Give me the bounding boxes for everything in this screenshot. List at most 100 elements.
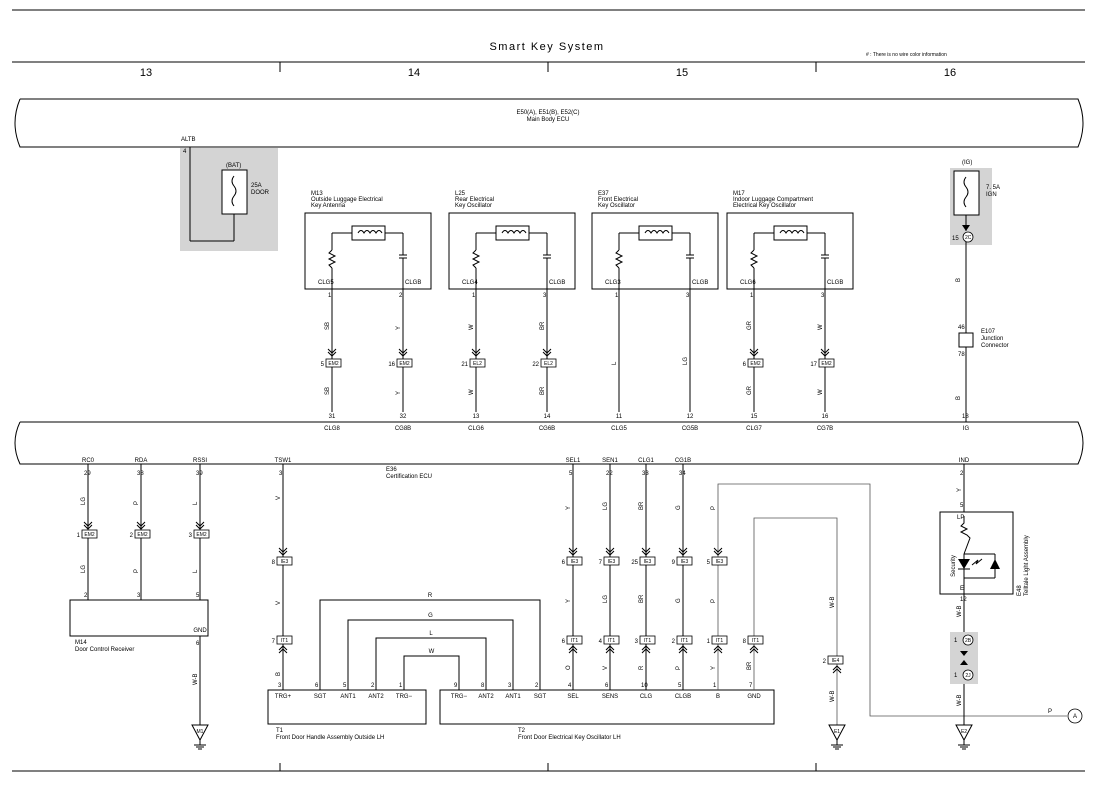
receiver-connector-code: EM2 [196, 532, 207, 538]
ecu-pin: 15 [751, 414, 758, 420]
ecu-pin: 31 [329, 414, 336, 420]
gnd-connector-code: IT1 [752, 638, 759, 644]
gnd-connector [747, 635, 764, 645]
chevron-down-icon [195, 521, 205, 530]
ecu-pin: 3 [279, 471, 283, 477]
receiver-gnd-pin: 6 [196, 641, 200, 647]
wire-color: GR [747, 385, 753, 395]
ie4-connector-pin: 2 [823, 659, 827, 665]
wire-color: O [566, 665, 572, 670]
t1-pin: 1 [399, 683, 403, 689]
ground-icon [828, 724, 846, 742]
chevron-down-icon [678, 547, 688, 556]
splice-connector [962, 669, 974, 681]
certification-ecu-block [14, 421, 1084, 465]
wire-color: GR [747, 320, 753, 330]
door-fuse [221, 169, 248, 215]
tsw-connector-code: IE3 [281, 559, 289, 565]
t1-name: Front Door Handle Assembly Outside LH [276, 735, 384, 741]
receiver-pin: 5 [196, 593, 200, 599]
t2-connector-code: IE3 [571, 559, 579, 565]
crossover-color: L [429, 631, 433, 637]
ecu-signal: CLG5 [611, 426, 627, 432]
t2-connector-code: IE3 [644, 559, 652, 565]
ecu-signal: CLG8 [324, 426, 340, 432]
receiver-signal: RSSI [193, 458, 207, 464]
antenna-connector-code: EM2 [328, 361, 339, 367]
ecu-signal: CG5B [682, 426, 698, 432]
chevron-down-icon [713, 547, 723, 556]
ie4-connector-code: IE4 [832, 658, 840, 664]
t1-pin: 2 [371, 683, 375, 689]
t2-terminal: SEL [567, 694, 579, 700]
terminal-1: CLG4 [462, 280, 478, 286]
wire-color: W-B [957, 694, 963, 706]
t2-terminal: SGT [534, 694, 547, 700]
terminal-2: CLGB [827, 280, 843, 286]
t2-pin: 3 [508, 683, 512, 689]
t2-signal: SEN1 [602, 458, 618, 464]
antenna-name-2: Key Oscillator [598, 203, 635, 209]
tsw-connector-pin: 8 [272, 560, 276, 566]
section-16: 16 [944, 67, 956, 79]
wire-color: SB [325, 322, 331, 330]
receiver-connector-pin: 2 [130, 533, 134, 539]
tsw-signal: TSW1 [275, 458, 292, 464]
wire-color: B [276, 672, 282, 676]
wire-color: LG [603, 502, 609, 510]
tsw-connector-pin: 7 [272, 639, 276, 645]
main-ecu-name: Main Body ECU [527, 117, 570, 123]
junction-name-2: Connector [981, 343, 1009, 349]
door-control-receiver [69, 599, 209, 637]
t2-connector [676, 556, 693, 566]
bat-fuse-name: DOOR [251, 190, 270, 196]
wire-color: BR [639, 501, 645, 510]
antenna-code: M17 [733, 191, 745, 197]
wire-color: G [676, 505, 682, 510]
wire-color: Y [566, 506, 572, 510]
antenna-connector-code: EL2 [473, 361, 482, 367]
antenna-box [304, 212, 432, 290]
wire-color: W [818, 389, 824, 395]
t1-handle-assembly [267, 689, 427, 725]
receiver-connector-pin: 3 [189, 533, 193, 539]
wire-color: V [276, 601, 282, 605]
t1-terminal: TRG− [396, 694, 413, 700]
wire-color: BR [540, 386, 546, 395]
t2-name: Front Door Electrical Key Oscillator LH [518, 735, 621, 741]
ground-m1: M1 [197, 729, 204, 735]
section-15: 15 [676, 67, 688, 79]
ecu-signal: CLG7 [746, 426, 762, 432]
antenna-connector [469, 358, 486, 368]
pin-2: 3 [686, 293, 690, 299]
wire-color: SB [325, 387, 331, 395]
resistor-icon [327, 249, 337, 269]
antenna-connector-pin: 16 [388, 362, 395, 368]
chevron-down-icon [136, 521, 146, 530]
ig-connector [962, 231, 974, 243]
chevron-up-icon [832, 665, 842, 674]
ecu-pin: 12 [687, 414, 694, 420]
pin-1: 1 [472, 293, 476, 299]
wire-color: P [134, 569, 140, 573]
t2-signal: SEL1 [566, 458, 581, 464]
t2-pin: 5 [678, 683, 682, 689]
t2-connector-pin: 25 [631, 560, 638, 566]
receiver-connector-code: EM2 [84, 532, 95, 538]
b-connector-pin: 5 [707, 560, 711, 566]
coil-icon [644, 230, 670, 234]
ecu-pin: 13 [473, 414, 480, 420]
wire-color: P [676, 666, 682, 670]
t1-terminal: ANT2 [368, 694, 384, 700]
wire-color: R [639, 665, 645, 670]
antenna-name-1: Indoor Luggage Compartment [733, 197, 813, 203]
ground-e1: E1 [834, 729, 840, 735]
crossover-wire [319, 599, 541, 690]
receiver-signal: RDA [135, 458, 148, 464]
junction-connector [958, 332, 974, 348]
ig-wire-color-2: B [956, 396, 962, 400]
altb-pin: 4 [183, 149, 187, 155]
t2-connector-code: IE3 [681, 559, 689, 565]
junction-pin-2: 78 [958, 352, 965, 358]
